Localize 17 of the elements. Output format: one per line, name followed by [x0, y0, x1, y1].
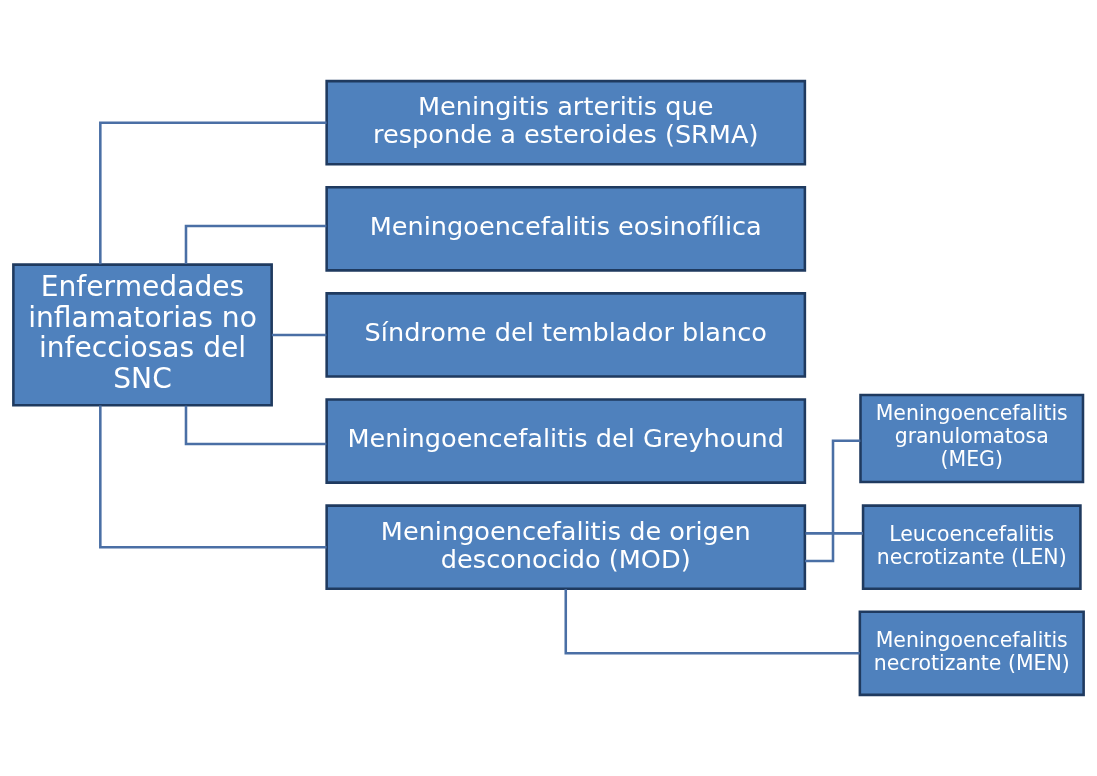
node-box: Leucoencefalitis necrotizante (LEN): [861, 504, 1082, 591]
connector: [99, 405, 327, 549]
connector: [804, 439, 861, 563]
node-box: Meningoencefalitis eosinofílica: [325, 185, 807, 272]
node-box: Síndrome del temblador blanco: [325, 292, 807, 378]
node-box: Meningoencefalitis del Greyhound: [325, 398, 807, 484]
connector: [271, 333, 327, 337]
node-box: Enfermedades inflamatorias no infecciosas del SNC: [12, 263, 273, 407]
node-box: Meningitis arteritis que responde a esteroides (SRMA): [325, 79, 807, 166]
connector: [564, 589, 860, 655]
node-box: Meningoencefalitis de origen desconocido (MOD): [325, 504, 807, 591]
connector: [99, 121, 327, 265]
node-box: Meningoencefalitis necrotizante (MEN): [858, 610, 1085, 697]
connector: [184, 405, 327, 446]
connector: [805, 532, 863, 535]
connector: [184, 224, 327, 265]
node-box: Meningoencefalitis granulomatosa (MEG): [859, 393, 1085, 484]
